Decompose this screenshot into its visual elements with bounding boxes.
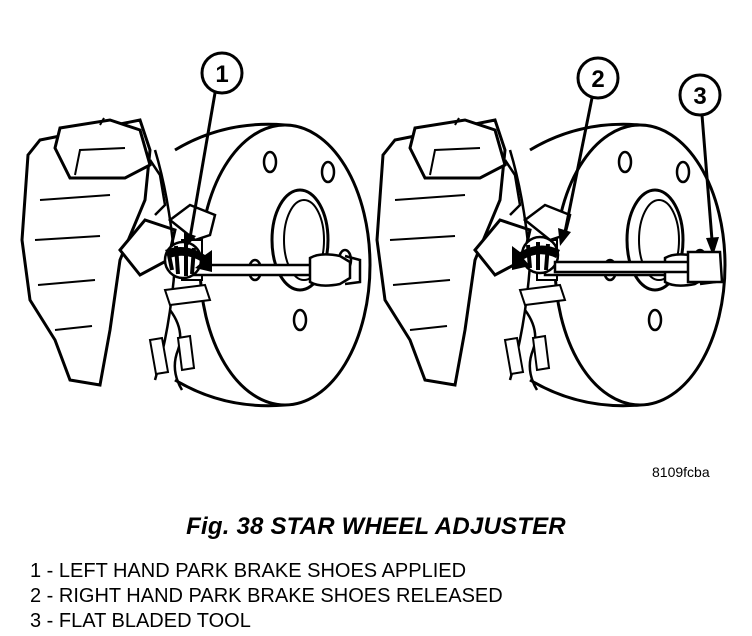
flat-bladed-tool	[553, 260, 692, 274]
callout-2-label: 2	[591, 66, 604, 93]
figure-title: Fig. 38 STAR WHEEL ADJUSTER	[186, 513, 566, 540]
star-wheel-right	[512, 235, 560, 275]
callout-1-label: 1	[215, 61, 228, 88]
callout-2: 2	[558, 56, 620, 246]
star-wheel-left	[163, 240, 212, 280]
callout-3-label: 3	[693, 83, 706, 110]
legend-item-1: 1 - LEFT HAND PARK BRAKE SHOES APPLIED	[30, 560, 467, 582]
legend: 1 - LEFT HAND PARK BRAKE SHOES APPLIED 2…	[30, 559, 503, 634]
callout-3: 3	[678, 73, 722, 256]
legend-item-3: 3 - FLAT BLADED TOOL	[30, 610, 251, 632]
image-code: 8109fcba	[652, 464, 710, 480]
brake-illustration: 1 2 3	[20, 51, 727, 408]
callout-1: 1	[184, 51, 244, 250]
legend-item-2: 2 - RIGHT HAND PARK BRAKE SHOES RELEASED	[30, 585, 503, 607]
